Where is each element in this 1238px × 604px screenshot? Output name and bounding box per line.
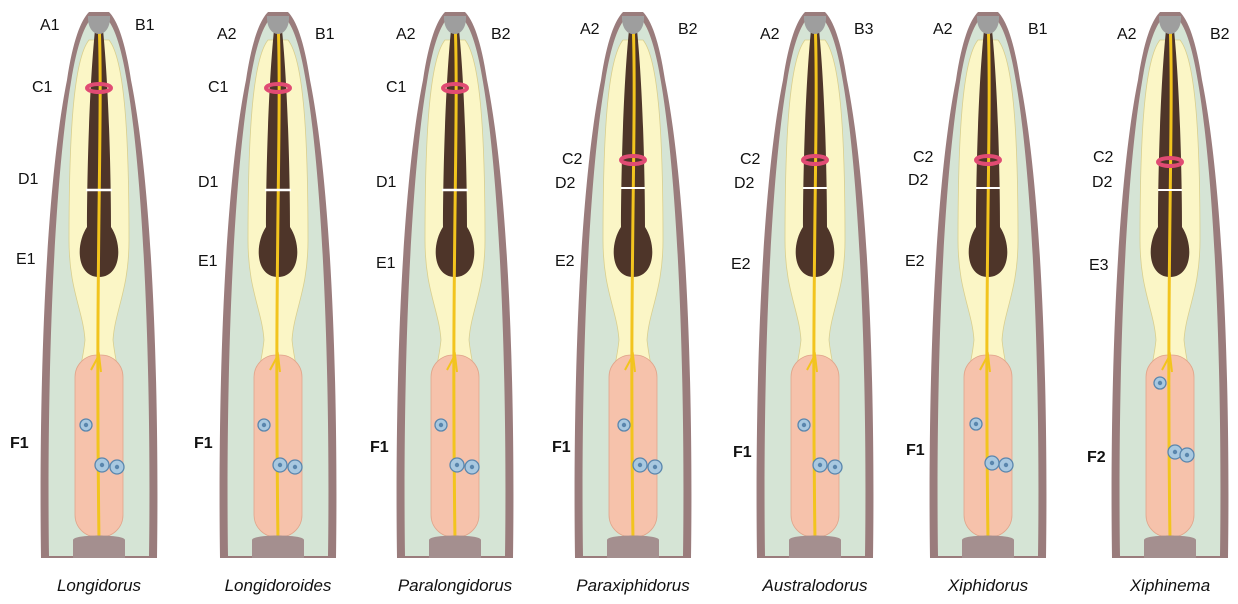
label-junction: D2 [1092,175,1112,191]
label-stylet-base: E1 [198,254,218,270]
label-amphid: B2 [1210,27,1230,43]
label-guide-ring: C2 [740,152,760,168]
gland-nucleolus [455,463,459,467]
label-guide-ring: C1 [208,80,228,96]
gland-nucleolus [84,423,88,427]
label-head: A2 [217,27,237,43]
label-amphid: B2 [678,22,698,38]
gland-nucleolus [439,423,443,427]
section-base [429,536,481,559]
gland-nucleolus [262,423,266,427]
label-gland-nuclei: F1 [906,443,925,459]
label-head: A2 [396,27,416,43]
gland-nucleolus [653,465,657,469]
label-guide-ring: C2 [1093,150,1113,166]
genus-caption: Xiphinema [1130,576,1210,596]
genus-caption: Longidoroides [225,576,332,596]
label-gland-nuclei: F2 [1087,450,1106,466]
label-amphid: B1 [315,27,335,43]
gland-nucleolus [638,463,642,467]
label-head: A1 [40,18,60,34]
label-amphid: B2 [491,27,511,43]
specimen-paralongidorus [397,12,514,558]
label-gland-nuclei: F1 [10,436,29,452]
genus-caption: Australodorus [763,576,868,596]
label-junction: D2 [555,176,575,192]
specimen-longidoroides [220,12,337,558]
label-stylet-base: E2 [731,257,751,273]
gland-nucleolus [100,463,104,467]
label-stylet-base: E1 [16,252,36,268]
genus-caption: Paraxiphidorus [576,576,689,596]
gland-nucleolus [1173,450,1177,454]
gland-nucleolus [802,423,806,427]
label-junction: D1 [198,175,218,191]
label-junction: D2 [734,176,754,192]
specimen-xiphinema [1112,12,1229,558]
gland-nucleolus [470,465,474,469]
genus-caption: Xiphidorus [948,576,1028,596]
specimen-australodorus [757,12,874,558]
label-stylet-base: E2 [905,254,925,270]
genus-caption: Paralongidorus [398,576,512,596]
section-base [73,536,125,559]
specimen-xiphidorus [930,12,1047,558]
section-base [607,536,659,559]
label-stylet-base: E2 [555,254,575,270]
label-guide-ring: C2 [562,152,582,168]
gland-nucleolus [622,423,626,427]
label-junction: D2 [908,173,928,189]
specimen-longidorus [41,12,158,558]
gland-nucleolus [1004,463,1008,467]
label-guide-ring: C1 [32,80,52,96]
gland-nucleolus [293,465,297,469]
section-base [1144,536,1196,559]
gland-nucleolus [833,465,837,469]
gland-nucleolus [990,461,994,465]
gland-nucleolus [115,465,119,469]
label-gland-nuclei: F1 [194,436,213,452]
label-stylet-base: E1 [376,256,396,272]
label-gland-nuclei: F1 [552,440,571,456]
section-base [252,536,304,559]
specimen-paraxiphidorus [575,12,692,558]
label-junction: D1 [376,175,396,191]
label-stylet-base: E3 [1089,258,1109,274]
section-base [962,536,1014,559]
label-head: A2 [1117,27,1137,43]
label-amphid: B1 [1028,22,1048,38]
label-head: A2 [760,27,780,43]
gland-nucleolus [278,463,282,467]
gland-nucleolus [1158,381,1162,385]
label-head: A2 [580,22,600,38]
label-amphid: B3 [854,22,874,38]
label-gland-nuclei: F1 [370,440,389,456]
label-guide-ring: C2 [913,150,933,166]
label-head: A2 [933,22,953,38]
section-base [789,536,841,559]
gland-nucleolus [818,463,822,467]
label-gland-nuclei: F1 [733,445,752,461]
gland-nucleolus [1185,453,1189,457]
label-amphid: B1 [135,18,155,34]
label-guide-ring: C1 [386,80,406,96]
genus-caption: Longidorus [57,576,141,596]
gland-nucleolus [974,422,978,426]
label-junction: D1 [18,172,38,188]
